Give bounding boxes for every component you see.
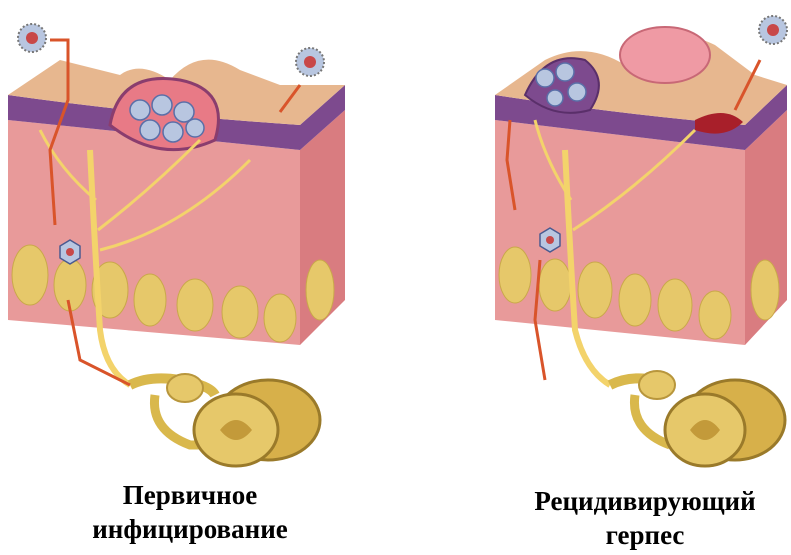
recurrent-herpes-illustration [395,0,791,475]
caption-primary-infection: Первичное инфицирование [40,478,340,546]
caption-primary-line2: инфицирование [40,512,340,546]
virus-in-nerve [540,228,560,252]
virus-particle-exiting [759,16,787,44]
caption-recurrent-line2: герпес [495,518,791,552]
caption-recurrent-herpes: Рецидивирующий герпес [495,484,791,552]
caption-recurrent-line1: Рецидивирующий [495,484,791,518]
virus-in-nerve [60,240,80,264]
primary-infection-illustration [0,0,395,475]
virus-particle-exiting [296,48,324,76]
intact-blister [620,27,710,83]
virus-particle-entering [18,24,46,52]
caption-primary-line1: Первичное [40,478,340,512]
spinal-cord-segment [665,380,785,466]
panel-recurrent-herpes: Рецидивирующий герпес [395,0,791,555]
panel-primary-infection: Первичное инфицирование [0,0,395,555]
